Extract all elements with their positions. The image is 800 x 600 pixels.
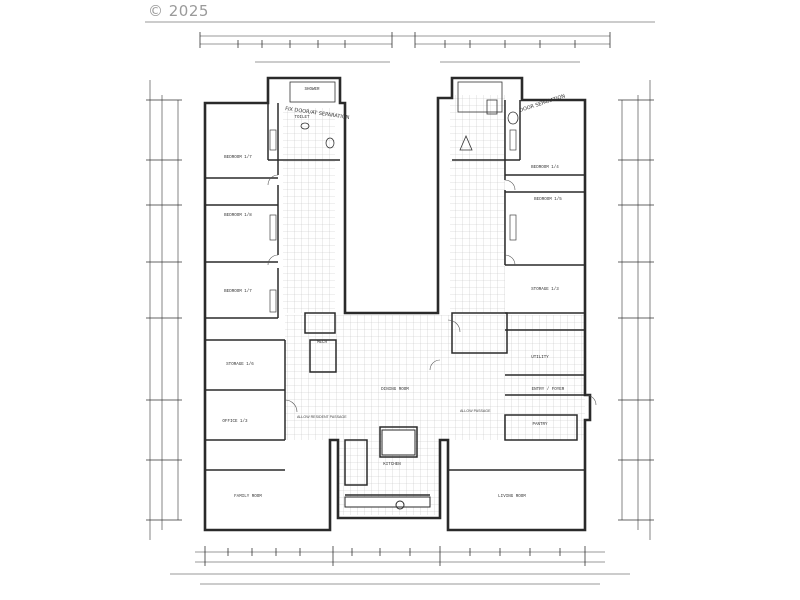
room-storage-right: STORAGE 1/3 (531, 287, 559, 292)
dimension-lines-bottom (170, 546, 630, 585)
room-pantry: PANTRY (532, 423, 548, 427)
room-bedroom-4: BEDROOM 1/4 (531, 165, 559, 170)
room-bedroom-1: BEDROOM 1/7 (224, 155, 252, 160)
bathroom-fixtures (289, 81, 519, 151)
tile-floors (283, 95, 585, 515)
room-toilet: TOILET (294, 116, 310, 120)
door-swings (267, 174, 597, 413)
closet-shelving (269, 129, 517, 313)
room-labels: BEDROOM 1/7 BEDROOM 1/8 BEDROOM 1/7 BEDR… (222, 88, 564, 499)
room-bedroom-5: BEDROOM 1/5 (534, 197, 562, 202)
room-bedroom-3: BEDROOM 1/7 (224, 289, 252, 294)
room-family: FAMILY ROOM (234, 495, 262, 499)
room-living: LIVING ROOM (498, 495, 526, 499)
room-utility: UTILITY (531, 356, 549, 360)
kitchen-island (344, 429, 431, 510)
room-entry: ENTRY / FOYER (532, 387, 565, 392)
handwritten-note-right: DOOR SEPARATION (519, 93, 567, 114)
interior-walls (205, 100, 585, 505)
note-hvac-right: ALLOW PASSAGE (460, 409, 491, 413)
room-office: OFFICE 1/3 (222, 419, 248, 424)
dimension-lines-sides (146, 80, 654, 540)
dimension-lines-top (145, 21, 655, 63)
room-mech: MECH (317, 341, 328, 345)
room-dining: DINING ROOM (381, 388, 409, 392)
room-bedroom-2: BEDROOM 1/8 (224, 213, 252, 218)
room-storage-left: STORAGE 1/6 (226, 362, 254, 367)
copyright-watermark: © 2025 (148, 2, 209, 20)
room-kitchen: KITCHEN (383, 463, 401, 467)
room-shower: SHOWER (304, 88, 320, 92)
note-hvac-left: ALLOW RESIDENT PASSAGE (297, 415, 347, 419)
